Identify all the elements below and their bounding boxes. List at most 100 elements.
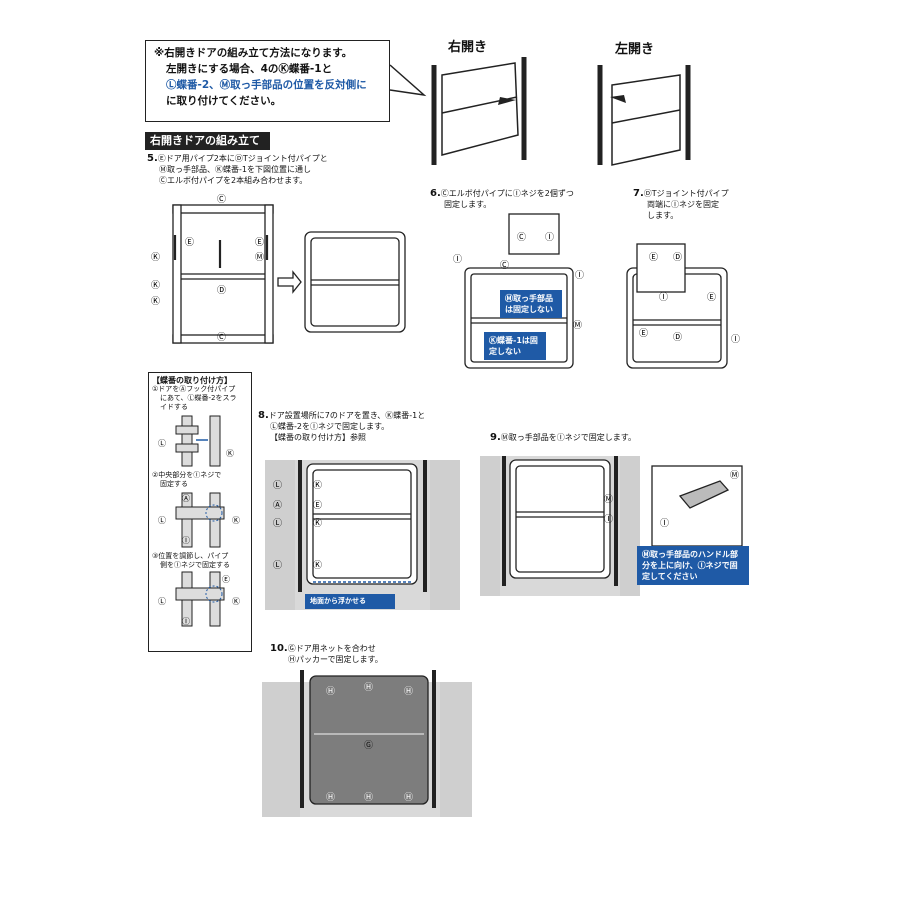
svg-text:Ⓜ: Ⓜ bbox=[604, 494, 613, 505]
step-8-line-1: ドア設置場所に7のドアを置き、Ⓚ蝶番-1と bbox=[268, 411, 426, 420]
step-10-num: 10. bbox=[270, 643, 288, 654]
label-c-top: Ⓒ bbox=[217, 194, 226, 205]
section-title: 右開きドアの組み立て bbox=[145, 132, 270, 150]
step-9-text: 9.Ⓜ取っ手部品をⒾネジで固定します。 bbox=[490, 432, 730, 443]
step-10-text: 10.Ⓖドア用ネットを合わせ Ⓗパッカーで固定します。 bbox=[270, 643, 450, 665]
hinge-step-3a: ③位置を調節し、パイプ bbox=[152, 552, 229, 560]
step-5-text: 5.Ⓔドア用パイプ2本にⒹTジョイント付パイプと Ⓜ取っ手部品、Ⓚ蝶番-1を下図… bbox=[147, 153, 377, 186]
step-8-line-3: 【蝶番の取り付け方】参照 bbox=[270, 433, 366, 442]
hinge-step-2b: 固定する bbox=[160, 480, 188, 488]
svg-text:Ⓗ: Ⓗ bbox=[364, 682, 373, 693]
hinge-instructions: 【蝶番の取り付け方】 ①ドアをⒶフック付パイプ にあて、Ⓛ蝶番-2をスラ イドす… bbox=[148, 372, 252, 652]
step-8-text: 8.ドア設置場所に7のドアを置き、Ⓚ蝶番-1と Ⓛ蝶番-2をⒾネジで固定します。… bbox=[258, 410, 468, 443]
svg-text:Ⓗ: Ⓗ bbox=[364, 792, 373, 803]
inset-label-i: Ⓘ bbox=[545, 232, 554, 243]
inset-label-i: Ⓘ bbox=[659, 292, 668, 303]
badge-k-not-fixed: Ⓚ蝶番-1は固定しない bbox=[484, 332, 546, 360]
label-e: Ⓔ bbox=[707, 292, 716, 303]
step-7-diagram: Ⓔ Ⓓ Ⓘ Ⓔ Ⓔ Ⓓ Ⓘ bbox=[626, 243, 740, 369]
note-line-2: 左開きにする場合、4のⓀ蝶番-1と bbox=[166, 63, 333, 75]
svg-text:Ⓛ: Ⓛ bbox=[158, 439, 166, 448]
svg-text:Ⓚ: Ⓚ bbox=[232, 516, 240, 525]
inset-label-d: Ⓓ bbox=[673, 252, 682, 263]
svg-text:Ⓛ: Ⓛ bbox=[158, 597, 166, 606]
hinge-diagram-1: ⓁⓀ bbox=[158, 415, 234, 467]
note-pointer bbox=[389, 64, 427, 97]
step-7-text: 7.ⒹTジョイント付パイプ 両端にⒾネジを固定 します。 bbox=[633, 188, 753, 221]
svg-text:Ⓚ: Ⓚ bbox=[313, 560, 322, 571]
hinge-step-3b: 側をⒾネジで固定する bbox=[160, 561, 230, 569]
svg-text:Ⓛ: Ⓛ bbox=[273, 518, 282, 529]
svg-text:Ⓛ: Ⓛ bbox=[158, 516, 166, 525]
label-d: Ⓓ bbox=[673, 332, 682, 343]
step-5-line-1: Ⓔドア用パイプ2本にⒹTジョイント付パイプと bbox=[157, 154, 328, 163]
svg-text:Ⓘ: Ⓘ bbox=[604, 514, 613, 525]
step-10-line-1: Ⓖドア用ネットを合わせ bbox=[287, 644, 376, 653]
svg-text:Ⓐ: Ⓐ bbox=[182, 494, 190, 503]
svg-text:Ⓚ: Ⓚ bbox=[313, 518, 322, 529]
step-5-line-2: Ⓜ取っ手部品、Ⓚ蝶番-1を下図位置に通し bbox=[159, 165, 311, 174]
hinge-diagram-2: Ⓐ Ⓛ Ⓚ Ⓘ bbox=[158, 492, 240, 548]
label-e-right: Ⓔ bbox=[255, 237, 264, 248]
label-d: Ⓓ bbox=[217, 285, 226, 296]
step-9-num: 9. bbox=[490, 432, 501, 443]
step-7-line-1: ⒹTジョイント付パイプ bbox=[643, 189, 729, 198]
step-5-num: 5. bbox=[147, 153, 158, 164]
step-9-diagram: Ⓜ Ⓘ Ⓜ Ⓘ bbox=[480, 456, 743, 596]
label-c-top: Ⓒ bbox=[500, 260, 509, 271]
note-line-1: ※右開きドアの組み立て方法になります。 bbox=[154, 47, 353, 59]
step-8-num: 8. bbox=[258, 410, 269, 421]
step-9-line-1: Ⓜ取っ手部品をⒾネジで固定します。 bbox=[500, 433, 636, 442]
svg-text:Ⓜ: Ⓜ bbox=[730, 470, 739, 481]
step-8-diagram: Ⓛ Ⓐ Ⓛ Ⓛ Ⓚ Ⓔ Ⓚ Ⓚ bbox=[265, 460, 460, 610]
label-m: Ⓜ bbox=[255, 252, 264, 263]
step-7-line-2: 両端にⒾネジを固定 bbox=[647, 200, 719, 209]
svg-text:Ⓘ: Ⓘ bbox=[182, 536, 190, 545]
svg-text:Ⓛ: Ⓛ bbox=[273, 560, 282, 571]
svg-text:Ⓖ: Ⓖ bbox=[364, 740, 373, 751]
svg-text:Ⓛ: Ⓛ bbox=[273, 480, 282, 491]
svg-text:Ⓔ: Ⓔ bbox=[313, 500, 322, 511]
left-open-diagram bbox=[597, 65, 691, 166]
svg-text:Ⓗ: Ⓗ bbox=[404, 792, 413, 803]
step-5-diagram: Ⓒ Ⓔ Ⓔ Ⓜ Ⓓ Ⓚ Ⓚ Ⓚ Ⓒ bbox=[151, 194, 406, 344]
label-k-1: Ⓚ bbox=[151, 252, 160, 263]
label-e-left: Ⓔ bbox=[185, 237, 194, 248]
svg-text:Ⓚ: Ⓚ bbox=[232, 597, 240, 606]
step-7-num: 7. bbox=[633, 188, 644, 199]
step-7-line-3: します。 bbox=[647, 211, 679, 220]
svg-text:Ⓚ: Ⓚ bbox=[226, 449, 234, 458]
note-line-3: Ⓛ蝶番-2、Ⓜ取っ手部品の位置を反対側に bbox=[166, 79, 367, 91]
svg-text:Ⓘ: Ⓘ bbox=[660, 518, 669, 529]
note-box: ※右開きドアの組み立て方法になります。 左開きにする場合、4のⓀ蝶番-1と Ⓛ蝶… bbox=[145, 40, 390, 122]
step-6-text: 6.Ⓒエルボ付パイプにⒾネジを2個ずつ 固定します。 bbox=[430, 188, 610, 210]
step-6-line-1: Ⓒエルボ付パイプにⒾネジを2個ずつ bbox=[440, 189, 574, 198]
label-i-1: Ⓘ bbox=[453, 254, 462, 265]
step-5-line-3: Ⓒエルボ付パイプを2本組み合わせます。 bbox=[159, 176, 308, 185]
svg-text:Ⓗ: Ⓗ bbox=[326, 792, 335, 803]
svg-text:Ⓚ: Ⓚ bbox=[313, 480, 322, 491]
step-6-line-2: 固定します。 bbox=[444, 200, 492, 209]
left-open-title: 左開き bbox=[615, 42, 655, 57]
step-10-line-2: Ⓗパッカーで固定します。 bbox=[288, 655, 383, 664]
label-c-bottom: Ⓒ bbox=[217, 332, 226, 343]
floor-gap-label: 地面から浮かせる bbox=[305, 594, 395, 609]
hinge-step-2a: ②中央部分をⒾネジで bbox=[152, 471, 222, 479]
svg-text:Ⓔ: Ⓔ bbox=[222, 575, 230, 584]
step-8-line-2: Ⓛ蝶番-2をⒾネジで固定します。 bbox=[270, 422, 390, 431]
inset-label-c: Ⓒ bbox=[517, 232, 526, 243]
right-open-title: 右開き bbox=[448, 40, 488, 55]
label-k-2: Ⓚ bbox=[151, 280, 160, 291]
badge-m-not-fixed: Ⓜ取っ手部品は固定しない bbox=[500, 290, 562, 318]
hinge-step-1c: イドする bbox=[160, 403, 188, 411]
label-k-3: Ⓚ bbox=[151, 296, 160, 307]
label-i: Ⓘ bbox=[731, 334, 740, 345]
svg-text:Ⓐ: Ⓐ bbox=[273, 500, 282, 511]
inset-label-e: Ⓔ bbox=[649, 252, 658, 263]
hinge-step-1a: ①ドアをⒶフック付パイプ bbox=[152, 385, 236, 393]
svg-text:Ⓗ: Ⓗ bbox=[404, 686, 413, 697]
label-i-2: Ⓘ bbox=[575, 270, 584, 281]
label-e-lower: Ⓔ bbox=[639, 328, 648, 339]
svg-text:Ⓗ: Ⓗ bbox=[326, 686, 335, 697]
